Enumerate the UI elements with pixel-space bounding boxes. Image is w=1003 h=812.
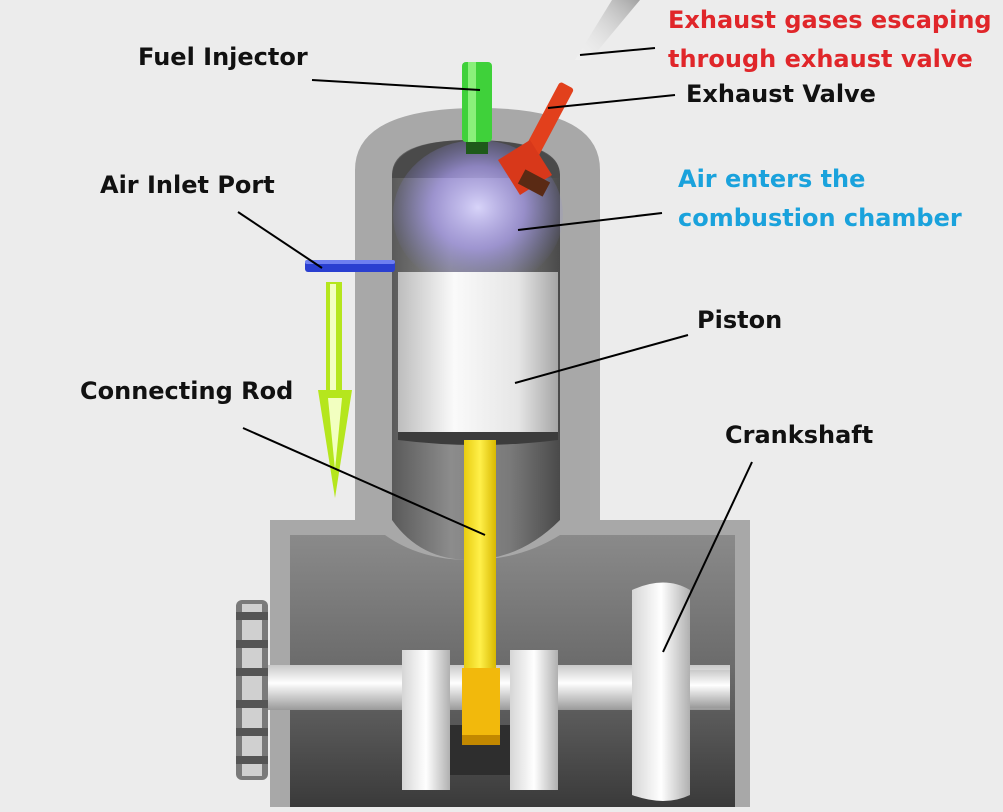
label-air-enters-line1: Air enters the — [678, 165, 866, 193]
label-exhaust-gases-line2: through exhaust valve — [668, 45, 973, 73]
crank-web-right — [510, 650, 558, 790]
piston — [398, 272, 558, 432]
fuel-injector-tip — [466, 142, 488, 154]
air-inlet-highlight — [305, 260, 395, 264]
label-fuel-injector: Fuel Injector — [138, 43, 308, 71]
label-exhaust-valve: Exhaust Valve — [686, 80, 876, 108]
connecting-rod — [464, 440, 496, 670]
label-exhaust-gases-line1: Exhaust gases escaping — [668, 6, 992, 34]
label-air-enters-line2: combustion chamber — [678, 204, 962, 232]
leader-piston — [514, 334, 689, 384]
piston-underside — [398, 432, 558, 445]
air-flow-arrow — [318, 282, 352, 498]
label-connecting-rod: Connecting Rod — [80, 377, 294, 405]
leader-connecting-rod — [242, 427, 486, 536]
label-air-inlet-port: Air Inlet Port — [100, 171, 275, 199]
exhaust-valve — [498, 82, 574, 197]
leader-crankshaft — [662, 461, 753, 653]
crankshaft-counterweight — [632, 582, 690, 801]
leader-fuel-injector — [311, 79, 481, 91]
leader-air-inlet — [237, 211, 323, 269]
connecting-rod-big-end — [462, 668, 500, 740]
leader-exhaust-valve — [547, 94, 676, 109]
fuel-injector — [462, 62, 492, 142]
connecting-rod-cap — [462, 735, 500, 745]
crankshaft-end — [690, 670, 730, 708]
label-piston: Piston — [697, 306, 783, 334]
exhaust-plume — [575, 0, 640, 60]
flywheel-gear — [236, 600, 268, 780]
label-crankshaft: Crankshaft — [725, 421, 874, 449]
crank-web-left — [402, 650, 450, 790]
leader-air-enters — [517, 212, 663, 231]
fuel-injector-highlight — [468, 62, 476, 142]
leader-exhaust-gases — [579, 47, 656, 56]
